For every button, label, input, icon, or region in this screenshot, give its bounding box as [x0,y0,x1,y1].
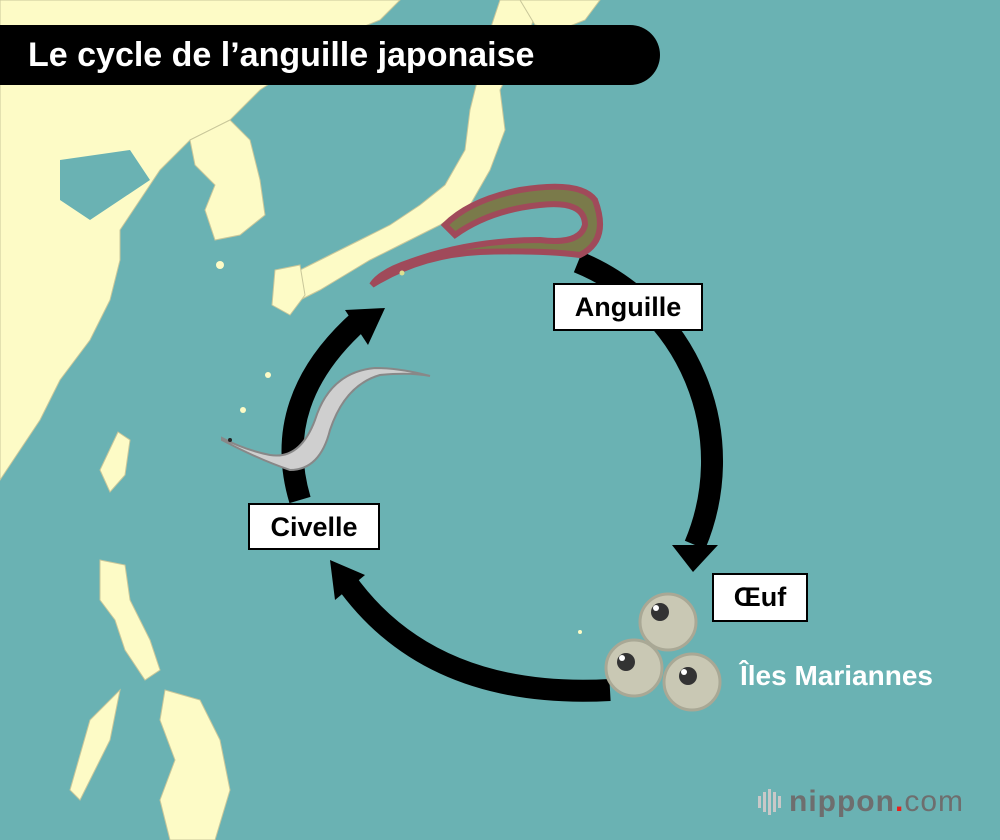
taiwan [99,431,131,493]
logo-name: nippon [789,785,895,818]
kyushu [271,264,306,316]
label-oeuf: Œuf [712,573,808,622]
arrowhead-left [330,560,365,600]
glass-eel-illustration [221,366,431,472]
philippines [69,559,231,840]
location-label-mariana-islands: Îles Mariannes [740,660,933,691]
logo-wave-icon [758,789,781,815]
nippon-logo: nippon.com [758,785,964,819]
page-title: Le cycle de l’anguille japonaise [0,25,660,85]
label-anguille: Anguille [553,283,703,331]
label-civelle: Civelle [248,503,380,550]
arrow-civelle-to-anguille [281,311,368,504]
arrowhead-up [345,308,385,345]
eggs-illustration [604,592,722,712]
arrow-heads [330,308,718,600]
arrow-oeuf-to-civelle [336,573,611,702]
korea [189,119,266,241]
arrowhead-down [672,545,718,572]
adult-eel-illustration [369,183,603,288]
logo-tld: com [904,785,964,818]
logo-dot: . [894,785,905,818]
